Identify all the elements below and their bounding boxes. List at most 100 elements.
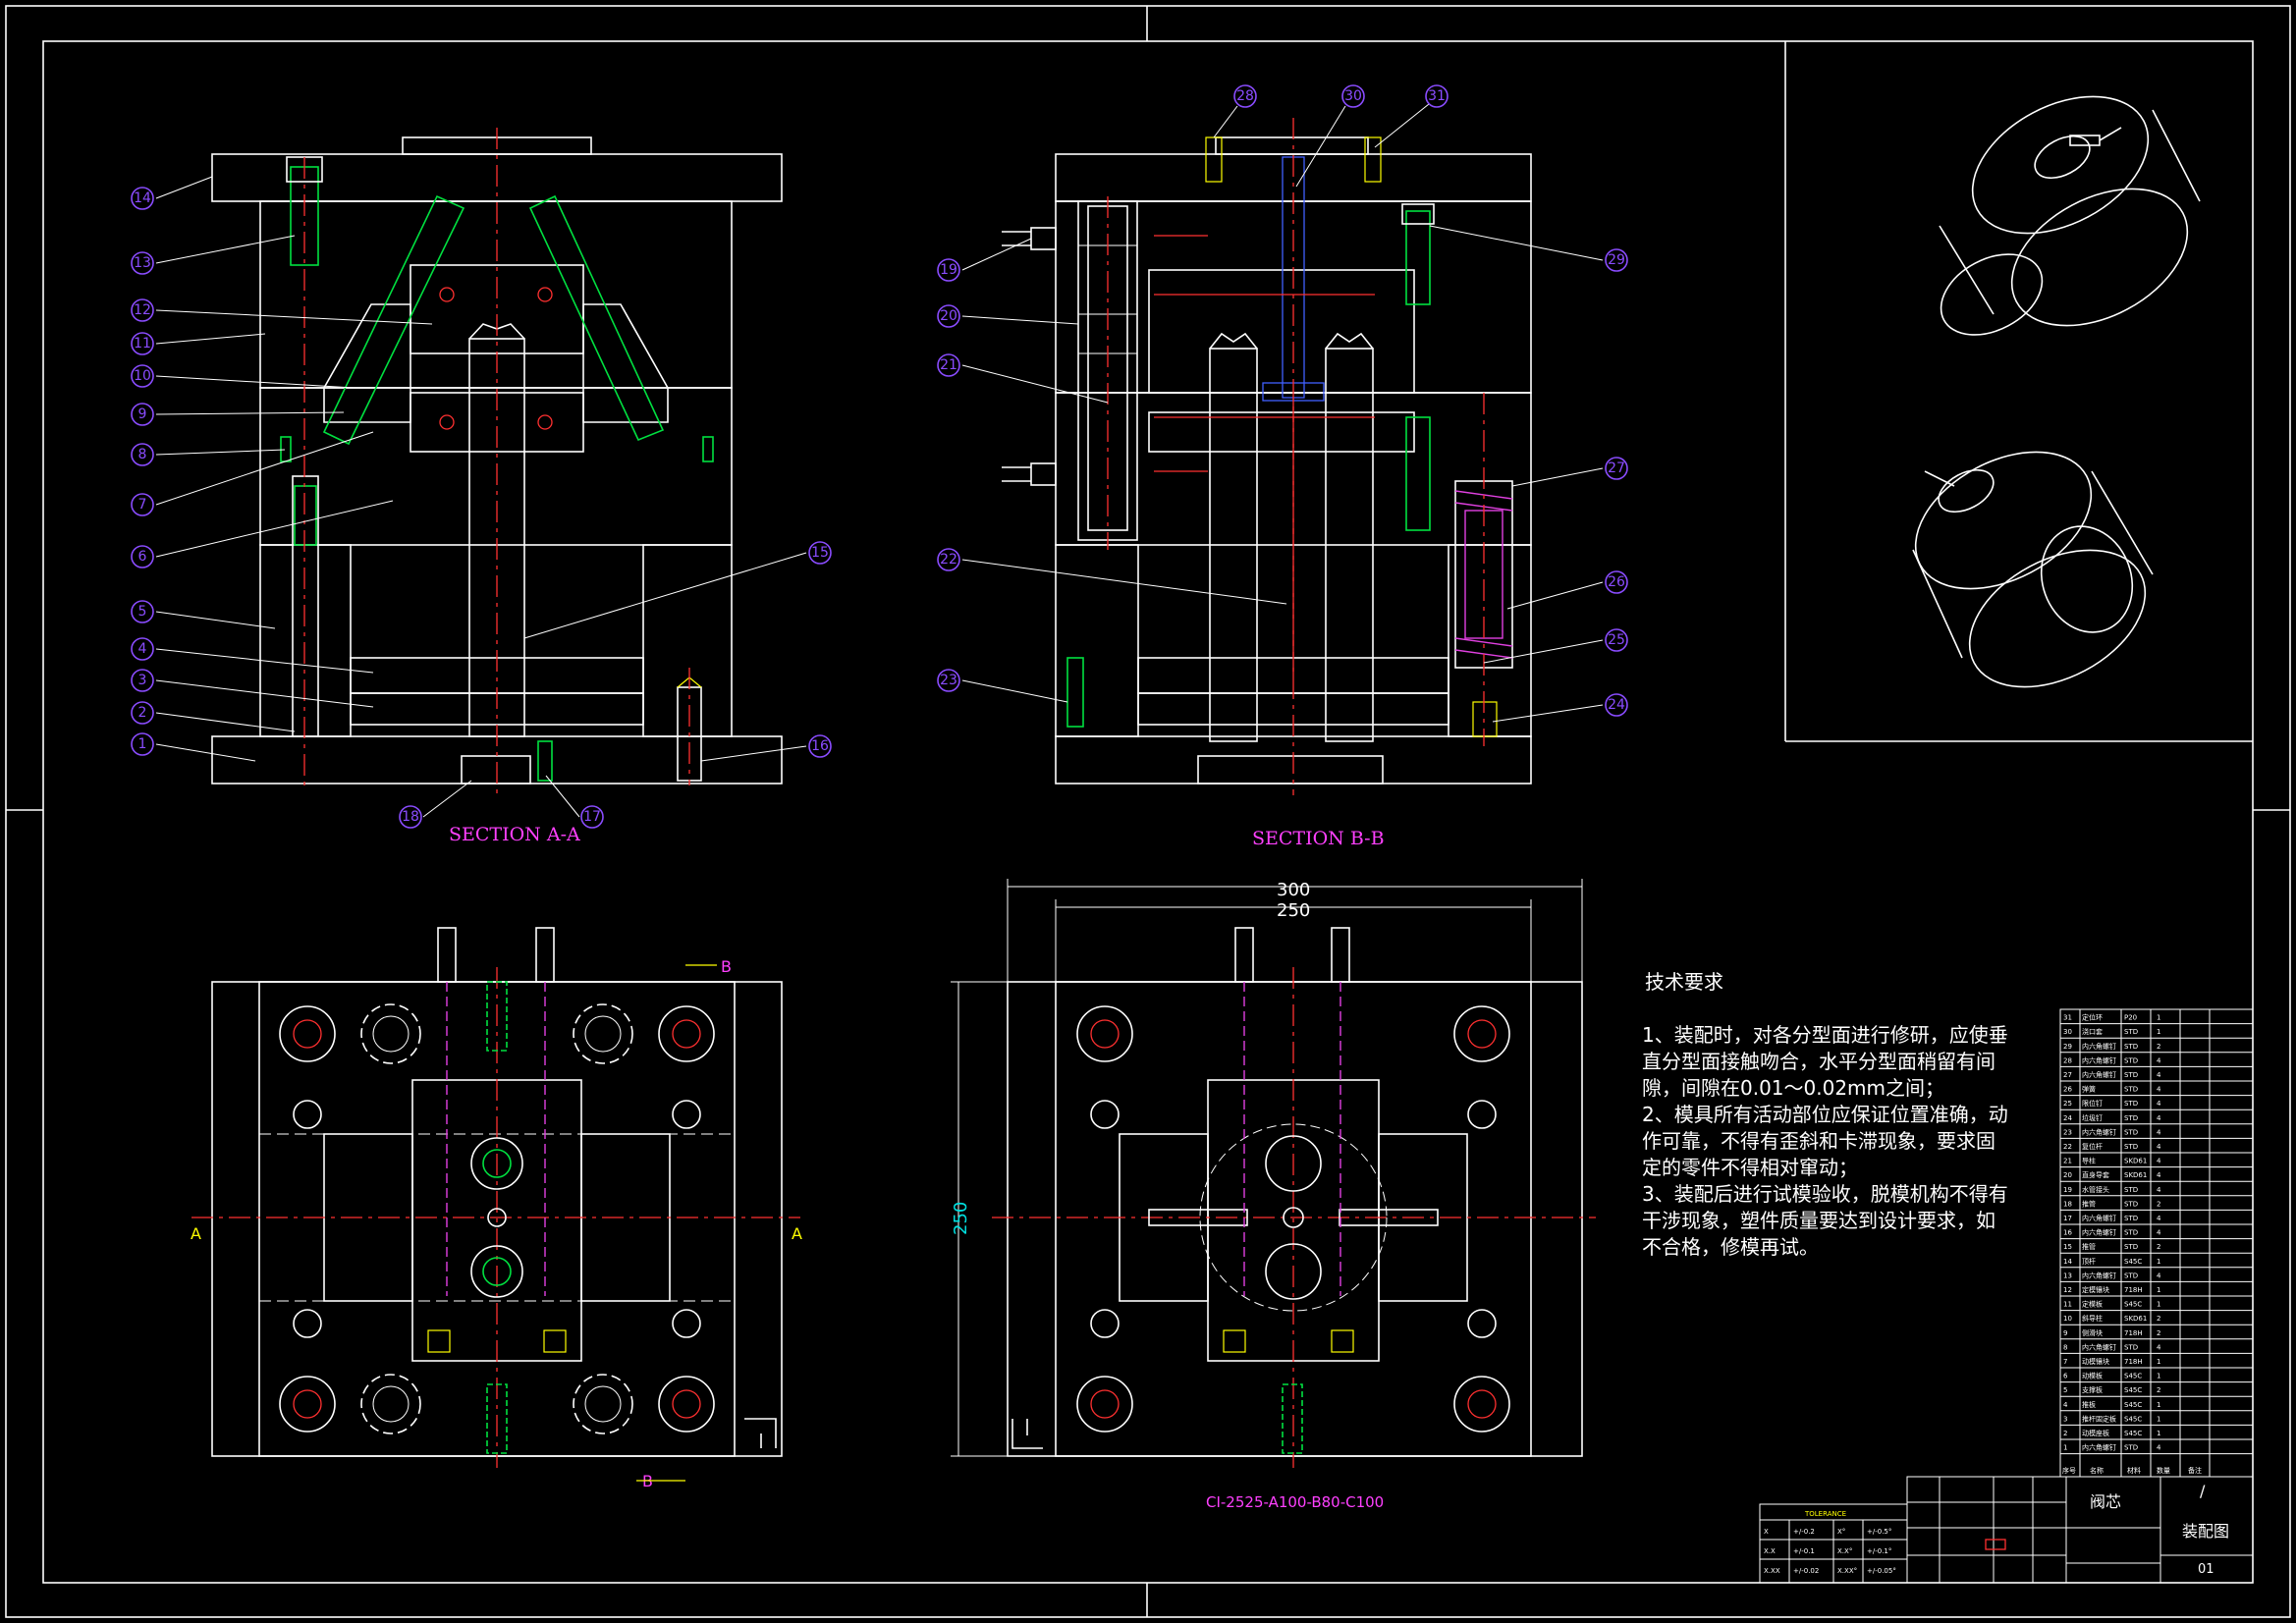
water-nipple	[1234, 927, 1254, 1296]
section-a-a-view: SECTION A-A	[211, 128, 783, 845]
bom-cell: STD	[2124, 1271, 2138, 1279]
bom-cell: 30	[2063, 1028, 2072, 1036]
bom-cell: S45C	[2124, 1258, 2142, 1266]
tech-line: 1、装配时，对各分型面进行修研，应使垂	[1642, 1023, 2008, 1047]
svg-text:26: 26	[1608, 574, 1625, 590]
bom-header: 材料	[2127, 1466, 2141, 1475]
bom-cell: 22	[2063, 1143, 2072, 1151]
bom-cell: SKD61	[2124, 1315, 2147, 1323]
bom-cell: STD	[2124, 1128, 2138, 1136]
bolt-hole	[658, 1005, 715, 1062]
bom-cell: 支撑板	[2082, 1385, 2103, 1394]
bom-cell: 4	[2157, 1271, 2161, 1279]
tech-line: 干涉现象，塑件质量要达到设计要求，如	[1642, 1209, 1995, 1232]
bom-cell: 1	[2157, 1286, 2160, 1294]
bolt-hole	[279, 1376, 336, 1433]
bom-cell: S45C	[2124, 1373, 2142, 1380]
bom-cell: 1	[2157, 1415, 2160, 1423]
bom-cell: 动模板	[2082, 1372, 2103, 1380]
bom-cell: STD	[2124, 1343, 2138, 1351]
svg-text:30: 30	[1344, 88, 1362, 104]
balloon: 6	[131, 500, 394, 568]
tech-line: 2、模具所有活动部位应保证位置准确，动	[1642, 1103, 2008, 1126]
sheet-border	[5, 5, 2291, 1618]
svg-text:X.X°: X.X°	[1837, 1547, 1852, 1555]
small-hole	[293, 1100, 701, 1338]
balloon: 25	[1483, 628, 1628, 664]
bom-cell: 1	[2157, 1301, 2160, 1309]
svg-text:+/-0.1: +/-0.1	[1793, 1547, 1815, 1555]
bom-cell: 27	[2063, 1071, 2072, 1079]
bom-cell: 内六角螺钉	[2082, 1127, 2116, 1136]
bom-cell: 4	[2157, 1128, 2161, 1136]
svg-text:15: 15	[811, 545, 829, 561]
balloons-section-a: 14 13 12 11 10 9 8 7 6 5 4 3 2 1 15 16 1…	[131, 176, 832, 829]
bom-cell: 4	[2157, 1114, 2161, 1122]
section-marker-a-left: A	[191, 1224, 201, 1243]
section-b-b-label: SECTION B-B	[1252, 828, 1385, 849]
bolt-hole	[1076, 1005, 1133, 1062]
bom-cell: SKD61	[2124, 1158, 2147, 1165]
bom-cell: 21	[2063, 1158, 2072, 1165]
bom-cell: 2	[2063, 1430, 2067, 1437]
svg-text:+/-0.02: +/-0.02	[1793, 1567, 1819, 1575]
balloon: 24	[1492, 693, 1628, 723]
svg-text:19: 19	[940, 262, 957, 278]
bom-cell: STD	[2124, 1143, 2138, 1151]
bom-cell: S45C	[2124, 1386, 2142, 1394]
balloons-section-b: 28 30 31 19 20 21 22 23 29 27 26 25 24	[937, 84, 1628, 723]
bom-cell: 1	[2157, 1373, 2160, 1380]
balloon: 5	[131, 600, 276, 629]
svg-text:X°: X°	[1837, 1528, 1845, 1536]
dimension-overall-width: 300	[1277, 880, 1310, 900]
bom-cell: 4	[2157, 1086, 2161, 1094]
bom-cell: 2	[2157, 1329, 2160, 1337]
tech-line: 3、装配后进行试模验收，脱模机构不得有	[1642, 1182, 2008, 1206]
svg-text:25: 25	[1608, 632, 1625, 648]
bom-cell: STD	[2124, 1200, 2138, 1208]
bom-cell: 9	[2063, 1329, 2067, 1337]
bom-cell: 2	[2157, 1243, 2160, 1251]
bom-cell: 动模镶块	[2082, 1357, 2109, 1366]
balloon: 19	[937, 238, 1032, 282]
bom-cell: STD	[2124, 1186, 2138, 1194]
bom-cell: 19	[2063, 1186, 2072, 1194]
svg-text:1: 1	[138, 736, 147, 752]
bom-cell: 4	[2157, 1215, 2161, 1222]
bom-cell: 推板	[2082, 1400, 2096, 1409]
bom-cell: 侧滑块	[2082, 1328, 2103, 1337]
bom-cell: 限位钉	[2082, 1099, 2103, 1108]
bom-cell: 6	[2063, 1373, 2068, 1380]
bom-cell: 弹簧	[2082, 1085, 2096, 1094]
svg-text:28: 28	[1236, 88, 1254, 104]
svg-text:+/-0.2: +/-0.2	[1793, 1528, 1815, 1536]
svg-text:8: 8	[138, 447, 147, 462]
balloon: 21	[937, 353, 1109, 404]
bom-cell: 内六角螺钉	[2082, 1214, 2116, 1222]
bom-cell: 17	[2063, 1215, 2072, 1222]
tech-heading: 技术要求	[1645, 970, 1723, 994]
svg-text:17: 17	[583, 809, 601, 825]
bom-cell: 4	[2157, 1444, 2161, 1452]
bom-header: 名称	[2090, 1466, 2104, 1475]
bom-cell: 内六角螺钉	[2082, 1055, 2116, 1064]
bom-cell: STD	[2124, 1215, 2138, 1222]
tech-line: 隙，间隙在0.01～0.02mm之间；	[1642, 1076, 1944, 1100]
bom-cell: 2	[2157, 1200, 2160, 1208]
bom-cell: 内六角螺钉	[2082, 1228, 2116, 1237]
bom-cell: 4	[2157, 1071, 2161, 1079]
section-marker-b-top: B	[721, 957, 732, 976]
bom-cell: 4	[2063, 1401, 2068, 1409]
bom-header: 备注	[2188, 1466, 2202, 1475]
svg-text:29: 29	[1608, 252, 1625, 268]
balloon: 30	[1295, 84, 1365, 188]
bom-cell: 7	[2063, 1358, 2067, 1366]
water-fitting	[1002, 227, 1057, 250]
bom-cell: 4	[2157, 1158, 2161, 1165]
bom-cell: 内六角螺钉	[2082, 1271, 2116, 1279]
water-nipple	[535, 927, 555, 1296]
guide-hole	[573, 1003, 633, 1064]
bom-cell: 10	[2063, 1315, 2072, 1323]
